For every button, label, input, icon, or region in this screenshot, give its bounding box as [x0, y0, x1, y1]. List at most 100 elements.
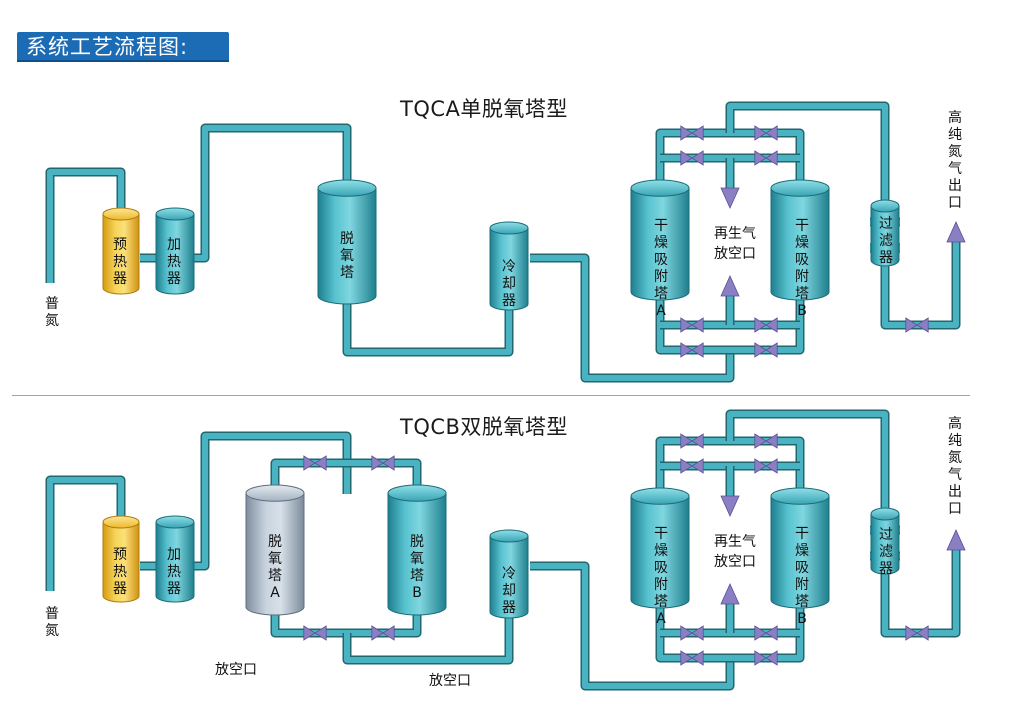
pipe-inlet-b-core [47, 477, 124, 591]
pipe-dryer-out-a-core [727, 103, 888, 205]
heater-tank-b [155, 515, 195, 603]
filter-tank-b-body [870, 513, 900, 575]
preheater-tank-b-cap [102, 515, 140, 529]
valve-dryer-bottom-left-1-a [680, 342, 704, 358]
valve-deox-bottom-left-b [303, 625, 327, 641]
cooler-tank-a [489, 221, 529, 311]
pipe-deox-top-manifold-b-core [272, 460, 420, 491]
pipe-deox-cooler-b-edge [342, 616, 514, 665]
dryer-b-label-b: 干 燥 吸 附 塔 B [795, 526, 809, 627]
page-title: 系统工艺流程图: [26, 35, 189, 59]
arrow-regen-vent-up-a [720, 275, 740, 297]
pipe-cooler-out-b [530, 561, 735, 691]
pipe-inlet-b [45, 475, 126, 591]
dryer-tank-b-b [770, 487, 830, 609]
deox-tank-a-b-cap [245, 484, 305, 502]
valve-dryer-top-right-0-a [754, 125, 778, 141]
valve-dryer-top-left-1-b [680, 458, 704, 474]
outlet-label-a: 高 纯 氮 气 出 口 [948, 110, 962, 211]
valve-dryer-bottom-right-1-a [754, 342, 778, 358]
dryer-tank-b-b-body [770, 495, 830, 609]
deox-tank-b-b-body [387, 492, 447, 616]
heater-label-b: 加 热 器 [167, 547, 181, 597]
pipes-layer [45, 101, 961, 691]
deox-tank-a-cap [317, 179, 377, 197]
filter-label-b: 过 滤 器 [879, 527, 893, 577]
pipe-cooler-out-b-edge [530, 561, 735, 691]
pipe-inlet-a [45, 167, 126, 283]
cooler-tank-a-cap [489, 221, 529, 235]
valve-dryer-top-right-1-a [754, 150, 778, 166]
pipe-cooler-out-a-edge [530, 253, 735, 383]
arrow-regen-vent-down-a [720, 187, 740, 209]
inlet-label-b: 普 氮 [45, 606, 59, 639]
cooler-label-a: 冷 却 器 [502, 259, 516, 309]
dryer-a-label-a: 干 燥 吸 附 塔 A [654, 218, 668, 319]
deox-tank-b-b-cap [387, 484, 447, 502]
pipe-deox-cooler-a [342, 300, 514, 357]
dryer-tank-b-a [770, 179, 830, 301]
valve-dryer-top-left-0-b [680, 433, 704, 449]
pipe-deox-top-manifold-b [270, 458, 422, 491]
heater-tank-b-body [155, 521, 195, 603]
pipe-heater-out-b [193, 431, 352, 571]
arrow-regen-vent-up-b [720, 583, 740, 605]
filter-tank-b [870, 507, 900, 575]
tanks-layer [102, 179, 900, 619]
valve-dryer-top-left-0-a [680, 125, 704, 141]
pipe-deox-cooler-b-core [344, 616, 512, 663]
valve-outlet-b [905, 625, 929, 641]
pipe-cooler-out-a-core [530, 255, 733, 381]
preheater-label-a: 预 热 器 [113, 237, 127, 287]
cooler-tank-b-body [489, 535, 529, 619]
heater-tank-a-body [155, 213, 195, 295]
valve-dryer-top-left-1-a [680, 150, 704, 166]
pipe-deox-cooler-a-edge [342, 300, 514, 357]
deox-tank-a-b-body [245, 492, 305, 616]
pipe-cooler-out-b-core [530, 563, 733, 689]
pipe-deox-cooler-a-core [344, 300, 512, 355]
valve-dryer-bottom-right-1-b [754, 650, 778, 666]
pipe-dryer-out-a [725, 101, 890, 205]
cooler-label-b: 冷 却 器 [502, 566, 516, 616]
pipe-heater-out-b-core [193, 433, 350, 569]
preheater-tank-b [102, 515, 140, 603]
deox-b-label-b: 脱 氧 塔 B [410, 534, 424, 601]
deox-tank-a-b [245, 484, 305, 616]
filter-tank-a-cap [870, 199, 900, 213]
dryer-tank-a-a-body [630, 187, 690, 301]
preheater-label-b: 预 热 器 [113, 547, 127, 597]
pipe-dryer-out-b-core [727, 411, 888, 513]
pipe-deox-bottom-manifold-b-core [272, 613, 420, 636]
dryer-b-label-a: 干 燥 吸 附 塔 B [795, 218, 809, 319]
pipe-dryer-out-b [725, 409, 890, 513]
section-divider [12, 395, 970, 396]
heater-label-a: 加 热 器 [167, 237, 181, 287]
filter-tank-a [870, 199, 900, 267]
valve-dryer-top-right-0-b [754, 433, 778, 449]
deox-a-label-b: 脱 氧 塔 A [268, 534, 282, 601]
regen-vent-label-b: 再生气 放空口 [714, 534, 756, 570]
cooler-tank-b-cap [489, 529, 529, 543]
inlet-label-a: 普 氮 [45, 296, 59, 329]
cooler-tank-a-body [489, 227, 529, 311]
section-title-b: TQCB双脱氧塔型 [400, 415, 568, 439]
valve-dryer-bottom-left-0-b [680, 625, 704, 641]
pipe-heater-out-a [193, 123, 352, 263]
filter-label-a: 过 滤 器 [879, 216, 893, 266]
vent-label-right-b: 放空口 [429, 673, 471, 689]
preheater-tank-a-body [102, 213, 140, 295]
dryer-tank-a-a-cap [630, 179, 690, 197]
section-title-a: TQCA单脱氧塔型 [400, 97, 568, 121]
dryer-tank-b-a-body [770, 187, 830, 301]
deox-tank-b-b [387, 484, 447, 616]
pipe-deox-bottom-manifold-b [270, 613, 422, 638]
arrows-layer [720, 187, 966, 605]
arrow-outlet-a [946, 221, 966, 243]
dryer-tank-b-b-cap [770, 487, 830, 505]
dryer-tank-a-b-body [630, 495, 690, 609]
dryer-tank-a-b-cap [630, 487, 690, 505]
dryer-tank-a-a [630, 179, 690, 301]
cooler-tank-b [489, 529, 529, 619]
